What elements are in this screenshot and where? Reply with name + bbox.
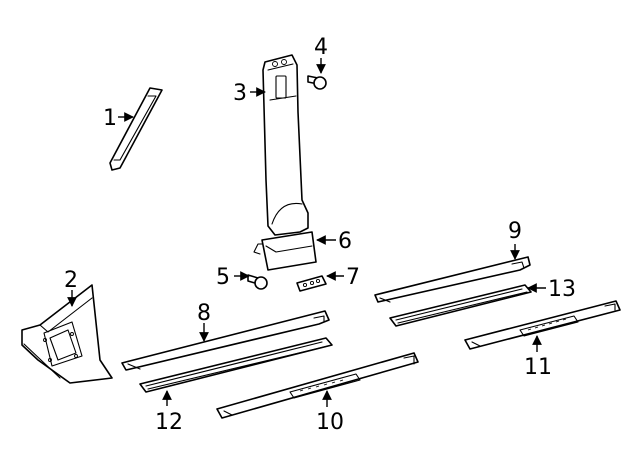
part-5-clip[interactable] <box>247 274 268 290</box>
leader-lines <box>67 58 546 407</box>
callout-8: 8 <box>197 301 211 326</box>
part-8-sill-plate[interactable] <box>121 310 330 371</box>
part-3-b-pillar-upper-trim[interactable] <box>262 54 309 236</box>
callout-3: 3 <box>233 81 247 106</box>
part-6-b-pillar-lower-trim[interactable] <box>253 231 317 271</box>
callout-11: 11 <box>524 355 552 380</box>
callout-7: 7 <box>346 265 360 290</box>
callout-4: 4 <box>314 35 328 60</box>
part-10-step-plate[interactable] <box>216 352 419 419</box>
callout-13: 13 <box>548 277 576 302</box>
callout-9: 9 <box>508 219 522 244</box>
callout-12: 12 <box>155 410 183 435</box>
part-9-sill-plate[interactable] <box>374 256 531 303</box>
part-7-bracket[interactable] <box>296 275 327 292</box>
part-4-clip[interactable] <box>307 75 327 90</box>
callout-6: 6 <box>338 229 352 254</box>
callout-5: 5 <box>216 265 230 290</box>
callout-10: 10 <box>316 410 344 435</box>
part-12-scuff-plate[interactable] <box>139 337 333 393</box>
part-2-kick-panel[interactable] <box>21 284 113 384</box>
callout-2: 2 <box>64 268 78 293</box>
part-1-a-pillar-trim[interactable] <box>109 87 163 171</box>
callout-1: 1 <box>103 106 117 131</box>
callout-labels: 1 2 3 4 5 6 7 8 9 10 11 12 13 <box>64 35 576 435</box>
part-11-step-plate[interactable] <box>464 300 621 350</box>
